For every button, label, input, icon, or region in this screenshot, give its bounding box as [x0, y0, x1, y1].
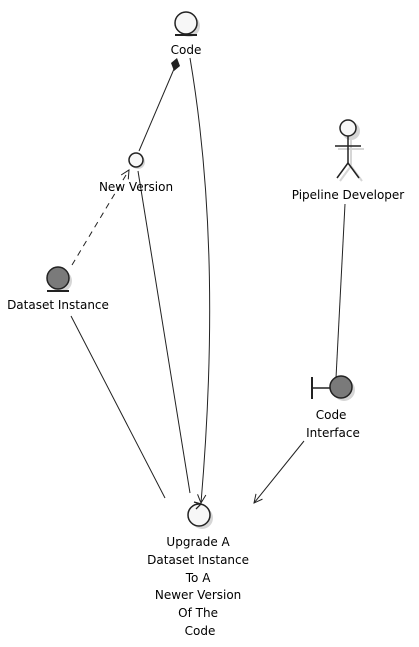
- entity-icon: [128, 152, 144, 168]
- node-dataset-instance-label: Dataset Instance: [7, 298, 109, 312]
- node-pipeline-developer[interactable]: Pipeline Developer: [292, 119, 405, 202]
- node-upgrade[interactable]: Upgrade A Dataset Instance To A Newer Ve…: [147, 501, 253, 638]
- node-new-version-label: New Version: [99, 180, 173, 194]
- composition-diamond-icon: [171, 58, 180, 71]
- node-upgrade-label: Upgrade A Dataset Instance To A Newer Ve…: [147, 535, 253, 638]
- node-dataset-instance[interactable]: Dataset Instance: [7, 266, 109, 312]
- edge-new-version-to-code: [138, 58, 180, 152]
- actor-icon: [335, 119, 364, 182]
- edge-new-version-to-upgrade: [137, 170, 191, 494]
- node-pipeline-developer-label: Pipeline Developer: [292, 188, 405, 202]
- node-new-version[interactable]: New Version: [99, 152, 173, 194]
- boundary-icon: [311, 375, 353, 399]
- control-icon: [187, 501, 211, 527]
- entity-icon: [174, 11, 198, 35]
- node-code-label: Code: [171, 43, 202, 57]
- edge-code-to-upgrade: [189, 57, 211, 503]
- node-code-interface-label: Code Interface: [306, 408, 360, 440]
- edge-interface-to-upgrade: [254, 440, 305, 503]
- entity-icon: [46, 266, 70, 290]
- edge-developer-to-interface: [335, 203, 346, 379]
- node-code[interactable]: Code: [171, 11, 202, 57]
- edge-dataset-to-upgrade: [70, 315, 166, 499]
- node-code-interface[interactable]: Code Interface: [306, 375, 360, 440]
- edge-dataset-to-new-version: [71, 170, 129, 266]
